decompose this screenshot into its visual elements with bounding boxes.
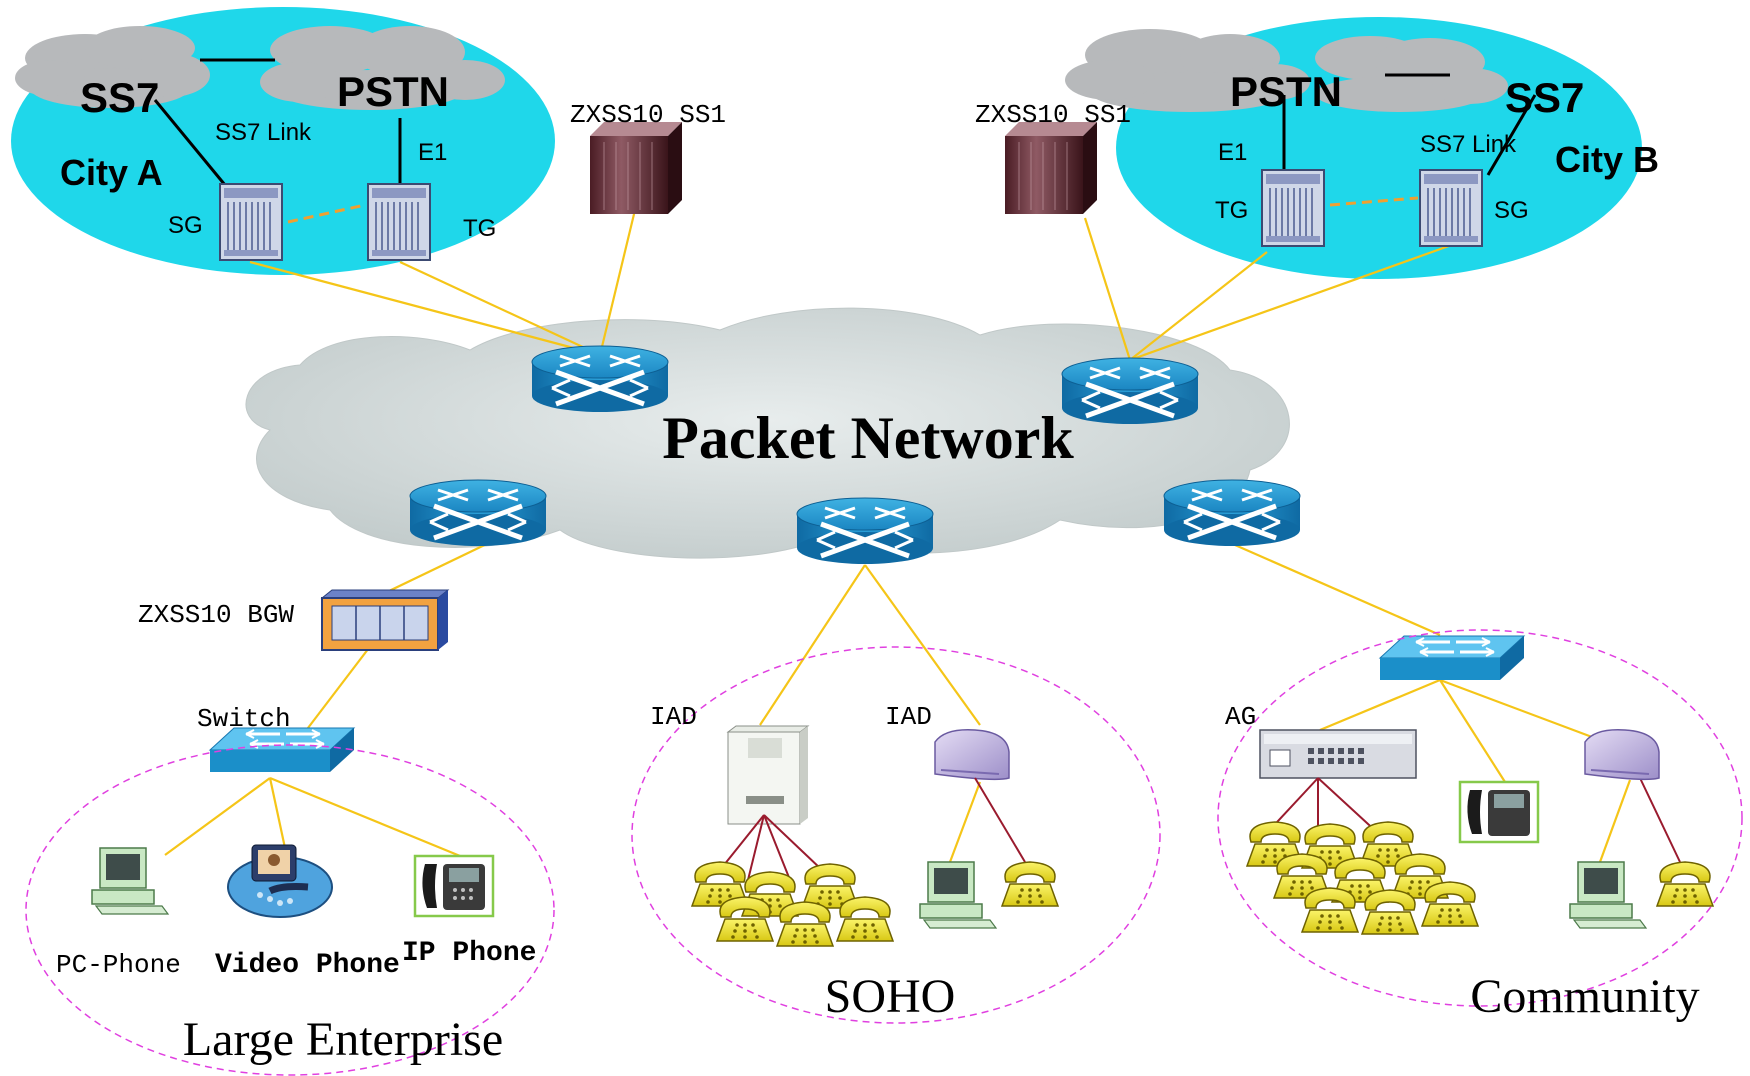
city-b-sg-label: SG (1494, 197, 1529, 224)
softswitch-right-label: ZXSS10 SS1 (975, 100, 1131, 130)
zone-soho-label: SOHO (825, 970, 956, 1023)
video-phone-label: Video Phone (215, 950, 400, 981)
soho-phone-cluster (691, 861, 894, 947)
city-b-name: City B (1555, 139, 1659, 180)
bgw-label: ZXSS10 BGW (138, 600, 294, 630)
iad-tdm-lines-soho (719, 777, 1026, 881)
zone-community (1217, 629, 1743, 1007)
router-bottom-left (410, 480, 546, 546)
ss7-link-a (153, 99, 227, 186)
zone-soho (631, 646, 1161, 1024)
sg-tg-dashed-a (287, 203, 366, 224)
switch-community (1378, 634, 1526, 682)
bgw-device (320, 589, 450, 651)
city-a-tg-label: TG (463, 215, 496, 242)
ip-phone-device (413, 854, 495, 918)
zone-large-enterprise (25, 744, 555, 1076)
city-a-pstn-label: PSTN (337, 68, 449, 115)
community-single-phone (1656, 861, 1714, 907)
tg-device-a (367, 183, 431, 261)
city-b-e1-label: E1 (1218, 139, 1247, 166)
ip-phone-label: IP Phone (402, 938, 536, 969)
community-pc (1569, 861, 1647, 929)
pc-phone-label: PC-Phone (56, 950, 181, 980)
packet-network-title: Packet Network (662, 405, 1074, 471)
router-top-left (532, 346, 668, 412)
ss7-link-b (1486, 94, 1537, 176)
zone-community-label: Community (1470, 970, 1699, 1023)
city-a-ss7-link-label: SS7 Link (215, 119, 312, 146)
ss7-cloud-b (1315, 36, 1508, 112)
iad-box-device (726, 725, 810, 825)
city-a-sg-label: SG (168, 212, 203, 239)
iad-label-2: IAD (885, 702, 932, 732)
softswitch-server-left (589, 121, 683, 215)
city-a-e1-label: E1 (418, 139, 447, 166)
zone-large-enterprise-label: Large Enterprise (183, 1013, 503, 1066)
sg-tg-dashed-b (1329, 196, 1419, 207)
soho-single-phone (1001, 861, 1059, 907)
softswitch-server-right (1004, 121, 1098, 215)
tg-device-b (1261, 169, 1325, 247)
router-top-right (1062, 358, 1198, 424)
community-phone-cluster (1246, 821, 1479, 935)
router-bottom-right (1164, 480, 1300, 546)
ag-label: AG (1225, 702, 1256, 732)
pc-phone-computer (91, 847, 169, 915)
switch-enterprise (208, 726, 356, 774)
city-b-tg-label: TG (1215, 197, 1248, 224)
city-b-ss7-label: SS7 (1505, 74, 1584, 121)
ss7-cloud-a (15, 26, 210, 108)
iad-label-1: IAD (650, 702, 697, 732)
sg-device-a (219, 183, 283, 261)
community-ip-phone (1458, 780, 1540, 844)
soho-pc (919, 861, 997, 929)
switch-label: Switch (197, 704, 291, 734)
city-b-ss7-link-label: SS7 Link (1420, 131, 1517, 158)
video-phone-device (227, 844, 333, 918)
city-a-ss7-label: SS7 (80, 74, 159, 121)
iad-modem-device (934, 728, 1010, 781)
ag-device (1259, 729, 1417, 779)
pstn-cloud-a (260, 26, 505, 110)
sg-device-b (1419, 169, 1483, 247)
ip-links (164, 209, 1632, 863)
city-b-pstn-label: PSTN (1230, 68, 1342, 115)
city-a-name: City A (60, 152, 163, 193)
softswitch-left-label: ZXSS10 SS1 (570, 100, 726, 130)
pstn-cloud-b (1065, 29, 1310, 112)
router-bottom-center (797, 498, 933, 564)
community-modem (1584, 728, 1660, 781)
